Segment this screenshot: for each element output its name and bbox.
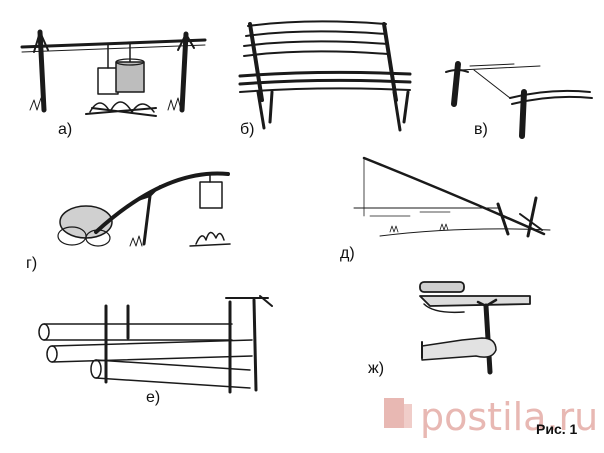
figure-e-log-rack: [38, 295, 273, 394]
label-e: е): [146, 389, 160, 406]
label-d: д): [340, 245, 355, 262]
figure-g-lever-pole: [57, 171, 231, 247]
label-v: в): [474, 121, 488, 138]
figure-a-pot-hanger: [20, 29, 207, 117]
watermark-text: postila.ru: [420, 395, 598, 439]
figure-zh-rifle-rest: [419, 281, 531, 375]
label-g: г): [26, 255, 37, 272]
figure-v-ridge-line: [445, 61, 593, 139]
figure-caption: Рис. 1: [536, 421, 578, 437]
figure-b-bench: [238, 20, 412, 132]
figure-d-fishing-rod: [353, 156, 551, 238]
label-b: б): [240, 121, 255, 138]
watermark-logo: [384, 398, 412, 428]
label-zh: ж): [368, 360, 384, 377]
label-a: а): [58, 121, 72, 138]
